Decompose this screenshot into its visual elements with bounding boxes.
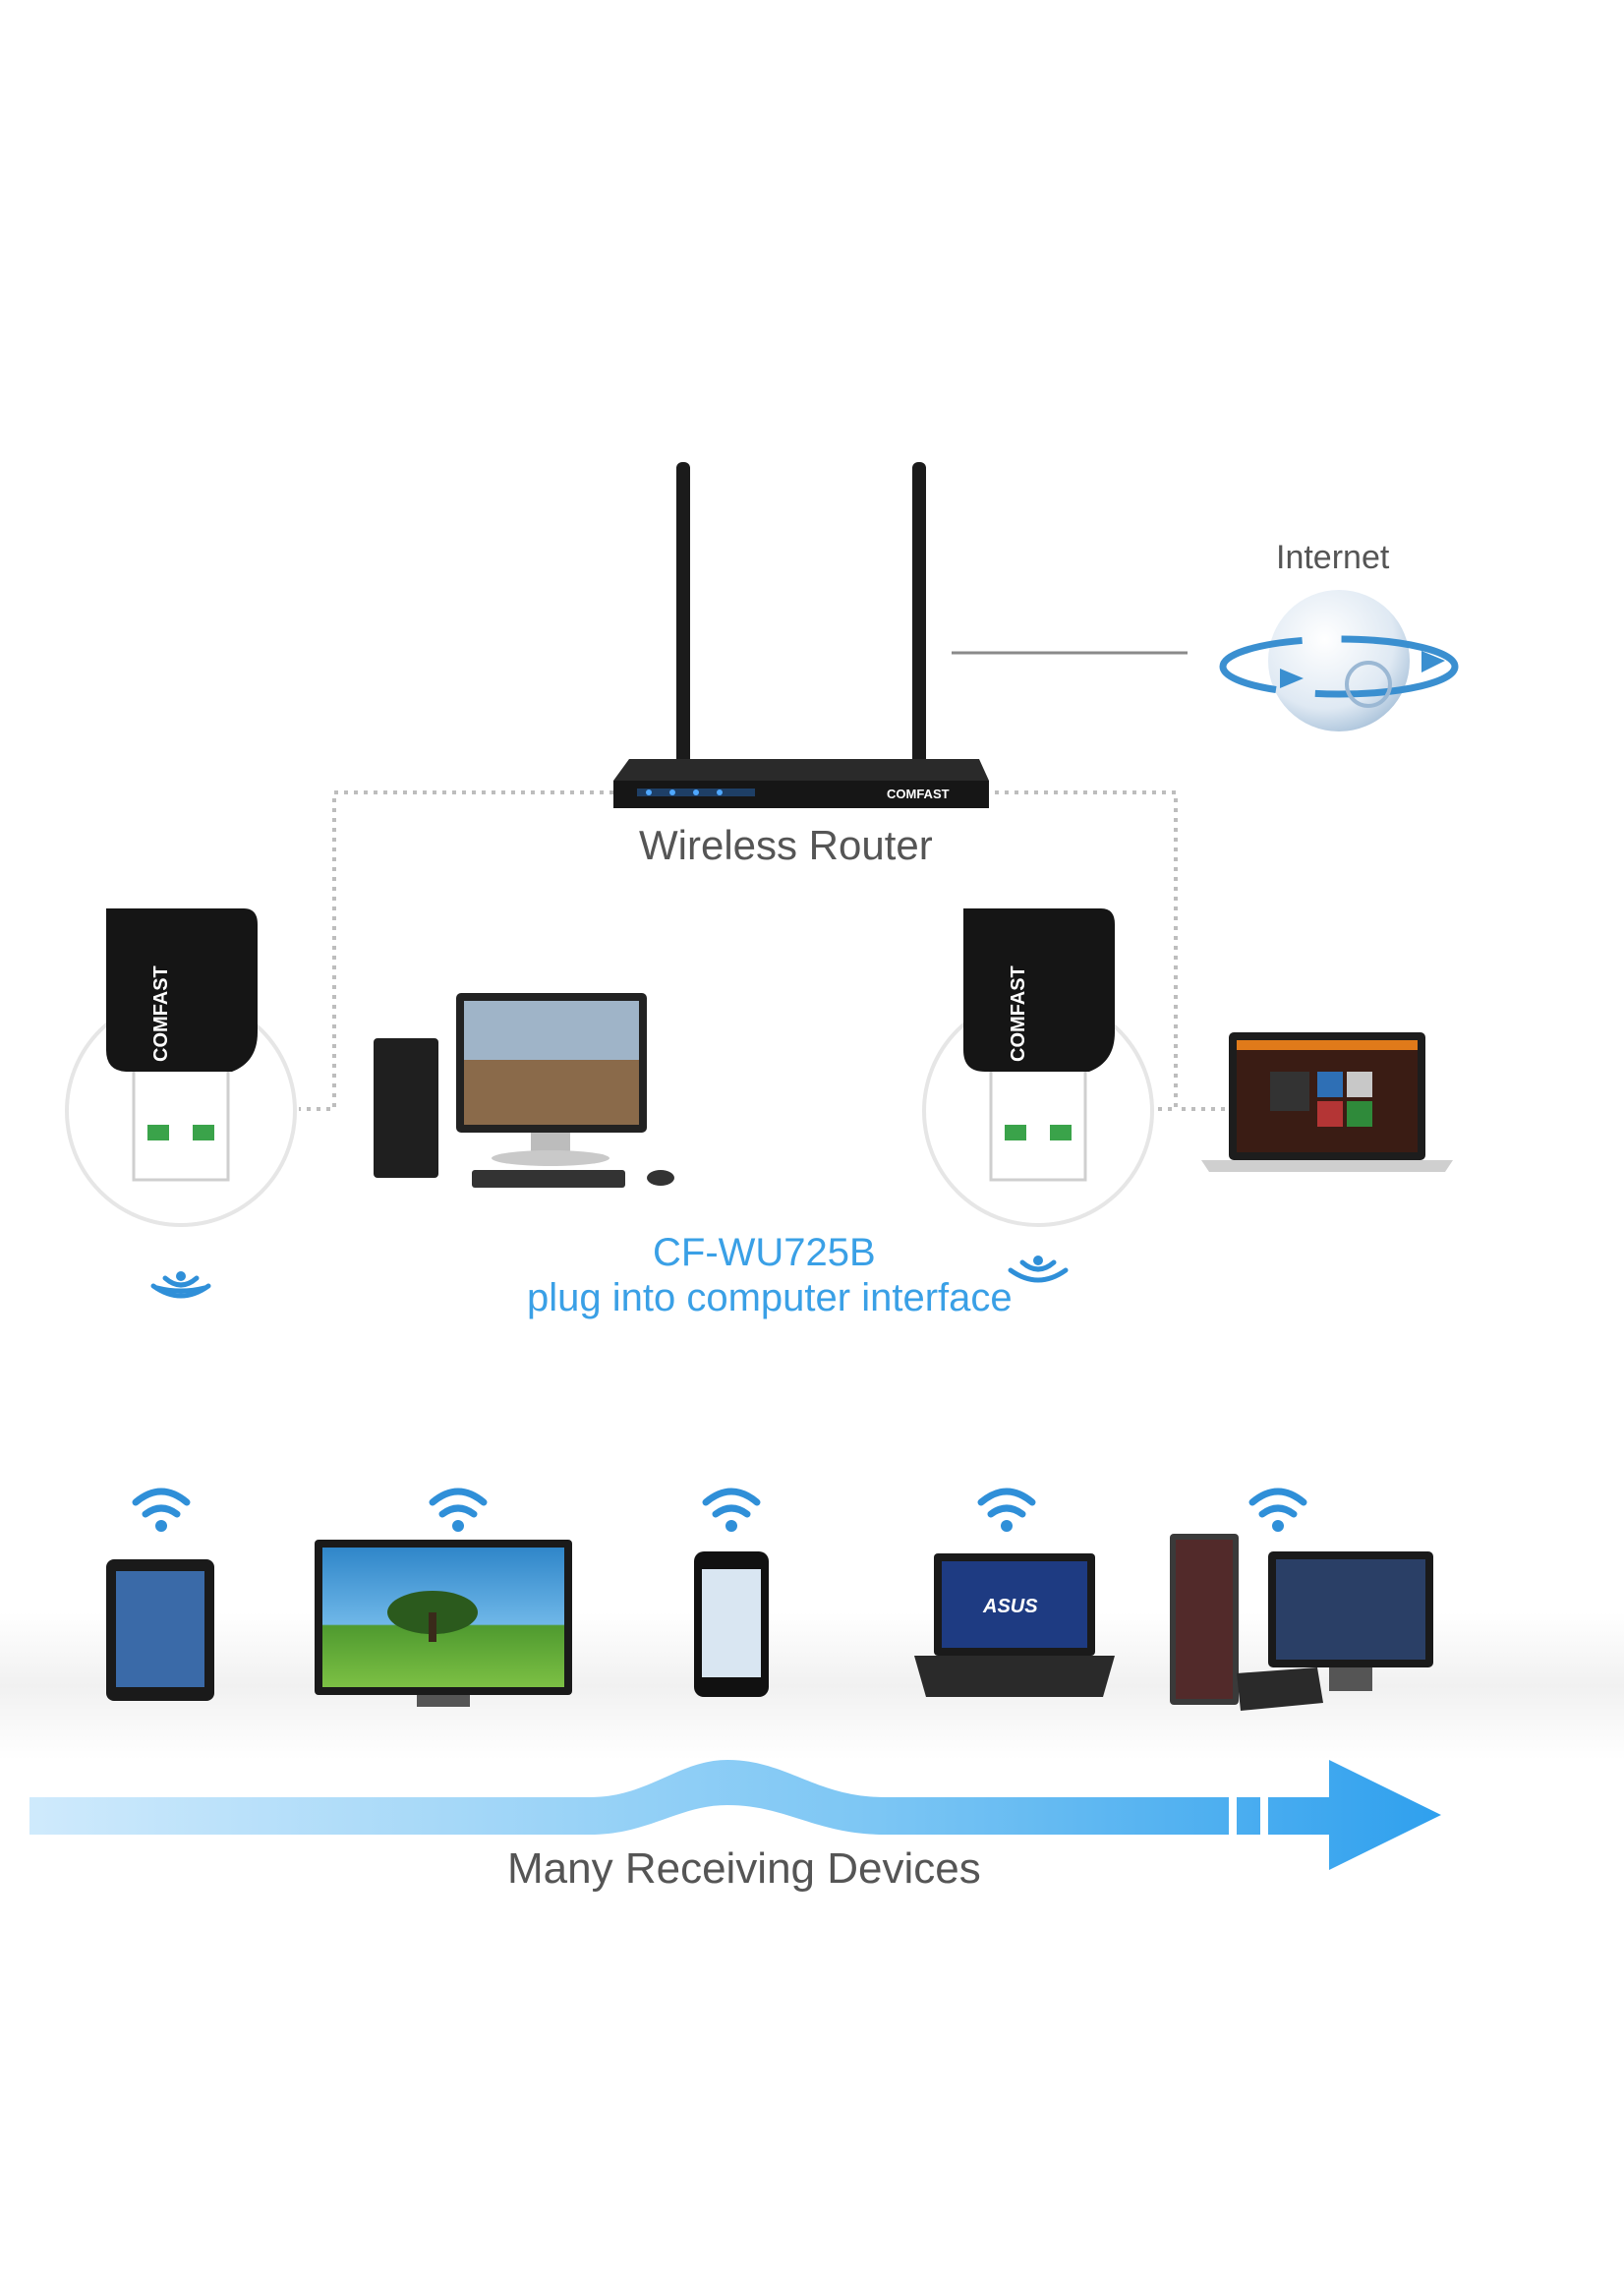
desktop-computer-image bbox=[374, 993, 674, 1188]
tv-image bbox=[315, 1540, 572, 1707]
usb-adapter-right-image: COMFAST bbox=[922, 908, 1154, 1227]
dotted-connection-lines bbox=[299, 790, 1227, 1111]
receiving-devices-label: Many Receiving Devices bbox=[507, 1844, 981, 1893]
signal-icon-right bbox=[1008, 1256, 1069, 1283]
wifi-icon-laptop bbox=[977, 1488, 1036, 1532]
usb-adapter-left-image: COMFAST bbox=[65, 908, 297, 1227]
desktop-pc-image bbox=[1170, 1534, 1433, 1711]
adapter-caption-label: plug into computer interface bbox=[527, 1276, 1013, 1319]
adapter-model-label: CF-WU725B bbox=[653, 1231, 876, 1274]
phone-image bbox=[694, 1551, 769, 1697]
asus-laptop-image: ASUS bbox=[914, 1553, 1115, 1697]
svg-text:COMFAST: COMFAST bbox=[1008, 965, 1029, 1062]
laptop-image bbox=[1201, 1032, 1453, 1172]
wifi-icon-tv bbox=[429, 1488, 488, 1532]
svg-text:COMFAST: COMFAST bbox=[150, 965, 172, 1062]
wireless-router-image: COMFAST bbox=[613, 462, 989, 808]
internet-label: Internet bbox=[1276, 539, 1390, 576]
wifi-icon-desktop bbox=[1248, 1488, 1307, 1532]
wifi-icon-phone bbox=[702, 1488, 761, 1532]
signal-icon-left bbox=[150, 1271, 211, 1299]
wifi-icon-tablet bbox=[132, 1488, 191, 1532]
flow-arrow bbox=[29, 1760, 1441, 1870]
internet-globe-icon bbox=[1219, 590, 1459, 731]
wireless-router-label: Wireless Router bbox=[639, 822, 933, 868]
tablet-image bbox=[106, 1559, 214, 1701]
svg-text:ASUS: ASUS bbox=[982, 1596, 1038, 1617]
svg-text:COMFAST: COMFAST bbox=[887, 787, 950, 801]
